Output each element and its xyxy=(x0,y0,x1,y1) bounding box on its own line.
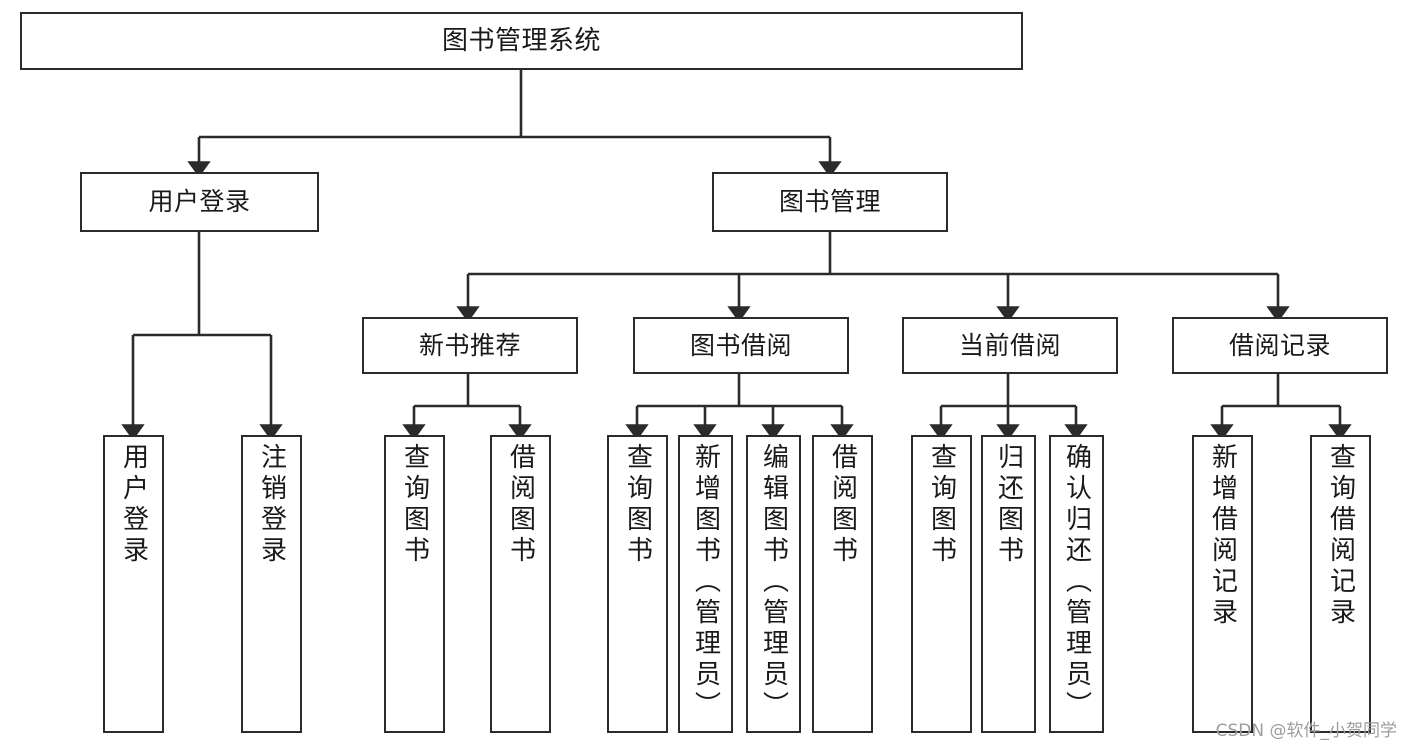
node-leaf-logout[interactable]: 注销登录 xyxy=(241,435,302,733)
node-new-book-rec-label: 新书推荐 xyxy=(418,330,521,360)
node-root[interactable]: 图书管理系统 xyxy=(20,12,1023,70)
node-leaf-borrow-book[interactable]: 借阅图书 xyxy=(812,435,873,733)
node-leaf-add-record[interactable]: 新增借阅记录 xyxy=(1192,435,1253,733)
csdn-watermark: CSDN @软件_小贺同学 xyxy=(1215,721,1397,741)
node-leaf-return-book-label: 归还图书 xyxy=(993,443,1024,567)
node-leaf-confirm-return[interactable]: 确认归还（管理员） xyxy=(1049,435,1104,733)
node-current-borrow[interactable]: 当前借阅 xyxy=(902,317,1118,374)
node-borrow-record-label: 借阅记录 xyxy=(1228,330,1331,360)
node-leaf-query-book-borrow-label: 查询图书 xyxy=(622,443,653,567)
node-user-login[interactable]: 用户登录 xyxy=(80,172,319,232)
node-user-login-label: 用户登录 xyxy=(148,187,251,217)
node-leaf-query-book-cur[interactable]: 查询图书 xyxy=(911,435,972,733)
node-leaf-confirm-return-label: 确认归还（管理员） xyxy=(1061,443,1092,722)
node-new-book-rec[interactable]: 新书推荐 xyxy=(362,317,578,374)
node-leaf-query-book-borrow[interactable]: 查询图书 xyxy=(607,435,668,733)
node-leaf-logout-label: 注销登录 xyxy=(256,443,287,567)
node-book-manage[interactable]: 图书管理 xyxy=(712,172,948,232)
node-leaf-edit-book-label: 编辑图书（管理员） xyxy=(758,443,789,722)
node-leaf-edit-book[interactable]: 编辑图书（管理员） xyxy=(746,435,801,733)
node-borrow-record[interactable]: 借阅记录 xyxy=(1172,317,1388,374)
node-leaf-query-book-rec[interactable]: 查询图书 xyxy=(384,435,445,733)
node-leaf-borrow-book-label: 借阅图书 xyxy=(827,443,858,567)
node-current-borrow-label: 当前借阅 xyxy=(958,330,1061,360)
node-leaf-add-book[interactable]: 新增图书（管理员） xyxy=(678,435,733,733)
node-leaf-add-record-label: 新增借阅记录 xyxy=(1207,443,1238,629)
node-leaf-query-record[interactable]: 查询借阅记录 xyxy=(1310,435,1371,733)
node-leaf-add-book-label: 新增图书（管理员） xyxy=(690,443,721,722)
node-leaf-return-book[interactable]: 归还图书 xyxy=(981,435,1036,733)
node-root-label: 图书管理系统 xyxy=(441,25,601,56)
node-leaf-query-record-label: 查询借阅记录 xyxy=(1325,443,1356,629)
node-leaf-borrow-book-rec-label: 借阅图书 xyxy=(505,443,536,567)
node-leaf-user-login-label: 用户登录 xyxy=(118,443,149,567)
node-leaf-borrow-book-rec[interactable]: 借阅图书 xyxy=(490,435,551,733)
node-leaf-user-login[interactable]: 用户登录 xyxy=(103,435,164,733)
node-leaf-query-book-rec-label: 查询图书 xyxy=(399,443,430,567)
node-book-borrow-label: 图书借阅 xyxy=(689,330,792,360)
node-book-manage-label: 图书管理 xyxy=(778,187,881,217)
node-leaf-query-book-cur-label: 查询图书 xyxy=(926,443,957,567)
node-book-borrow[interactable]: 图书借阅 xyxy=(633,317,849,374)
